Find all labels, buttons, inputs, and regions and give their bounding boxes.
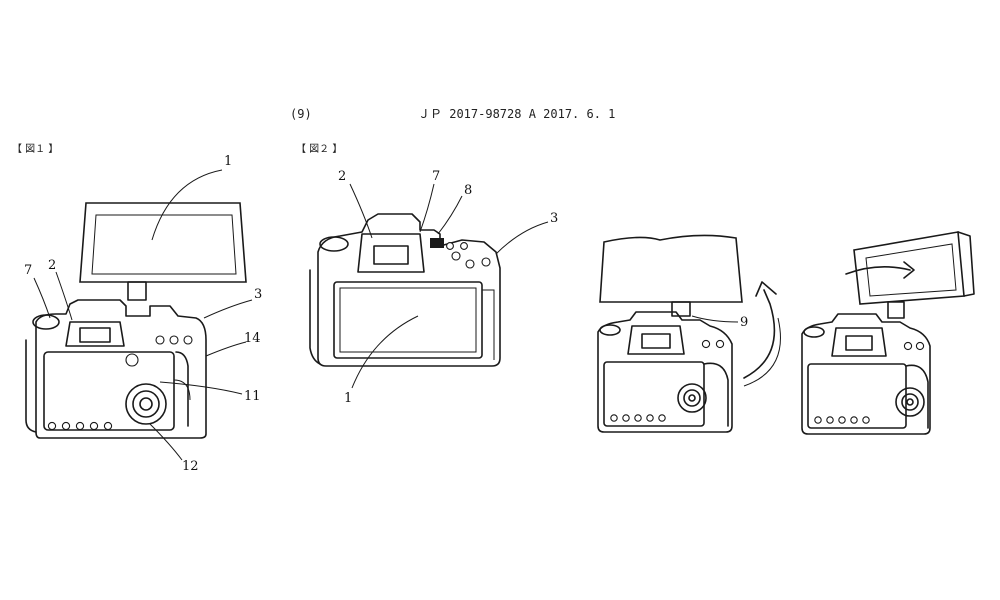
page-number: (9) [290, 107, 312, 121]
figure-1: 【 図１ 】 [12, 143, 262, 474]
ref-14: 14 [244, 331, 261, 346]
camera-body-rear-closed [310, 214, 500, 366]
figure-2: 【 図２ 】 2 7 8 3 1 [296, 143, 558, 406]
ref-1: 1 [224, 154, 232, 169]
camera-body-rear [26, 300, 206, 438]
camera-b [802, 232, 974, 434]
ref-3: 3 [550, 211, 558, 226]
publication-number: ＪＰ 2017-98728 A 2017. 6. 1 [418, 107, 615, 121]
ref-1: 1 [344, 391, 352, 406]
ref-2: 2 [48, 258, 56, 273]
figure-2-label: 【 図２ 】 [296, 143, 342, 155]
ref-9: 9 [740, 315, 748, 330]
figure-3: 9 [598, 232, 974, 434]
figure-1-label: 【 図１ 】 [12, 143, 58, 155]
ref-7: 7 [24, 263, 32, 278]
ref-11: 11 [244, 389, 261, 404]
ref-8: 8 [464, 183, 472, 198]
curved-arrow-icon [744, 282, 780, 386]
ref-7: 7 [432, 169, 440, 184]
ref-3: 3 [254, 287, 262, 302]
ref-12: 12 [182, 459, 199, 474]
flipped-monitor [80, 203, 246, 300]
camera-a [598, 235, 742, 432]
ref-2: 2 [338, 169, 346, 184]
